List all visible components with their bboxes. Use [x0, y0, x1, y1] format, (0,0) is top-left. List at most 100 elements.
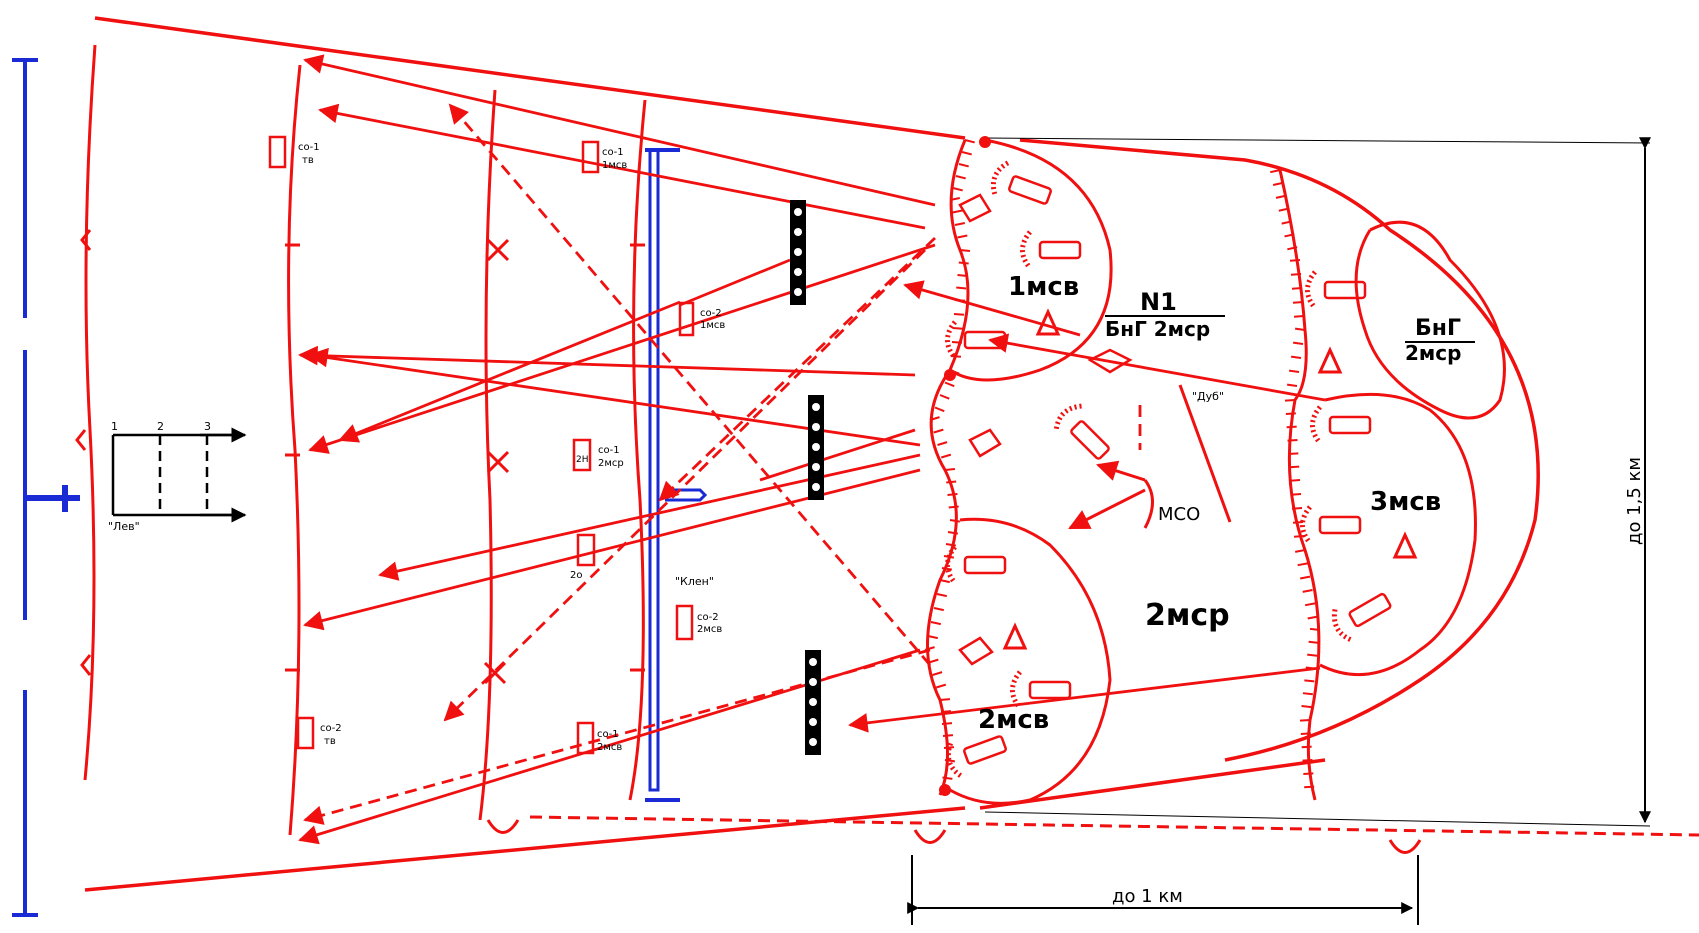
trench-hatch — [947, 531, 959, 535]
trench-hatch — [1302, 589, 1313, 593]
trench-hatch — [1302, 692, 1313, 696]
trench-hatch — [1287, 439, 1298, 442]
column-vehicle-dot — [809, 698, 817, 706]
trench-hatch — [937, 441, 948, 446]
trench-hatch — [1289, 479, 1301, 482]
column-vehicle-dot — [809, 678, 817, 686]
trench-hatch — [957, 274, 968, 277]
unit-label-2msr: 2мср — [1145, 598, 1230, 633]
trench-hatch — [1286, 425, 1297, 429]
trench-hatch — [956, 286, 967, 290]
vehicle-symbols — [945, 160, 1392, 780]
trench-hatch — [1278, 207, 1289, 212]
svg-text:со-1: со-1 — [298, 142, 320, 153]
trench-hatch — [958, 261, 969, 265]
trench-hatch — [958, 163, 969, 168]
trench-hatch — [935, 683, 947, 689]
trench-hatch — [939, 698, 951, 701]
svg-text:тв: тв — [302, 155, 314, 166]
trench-hatch — [928, 658, 939, 664]
reserve-column-dots — [794, 208, 820, 746]
trench-hatch — [936, 593, 947, 598]
width-dimension-label: до 1 км — [1112, 886, 1183, 907]
svg-text:со-2: со-2 — [700, 308, 722, 319]
trench-hatch — [945, 543, 957, 547]
trench-hatch — [1291, 287, 1303, 290]
trench-hatch — [941, 567, 953, 571]
bng-label-bottom: 2мср — [1405, 341, 1461, 365]
strongpoint-dots — [939, 136, 991, 796]
trench-hatch — [951, 341, 963, 344]
trench-hatch — [1303, 772, 1314, 775]
svg-text:со-1: со-1 — [597, 729, 619, 740]
trench-hatch — [1304, 785, 1315, 789]
trench-hatch — [1288, 369, 1300, 373]
sector-boundaries — [84, 16, 1651, 892]
svg-text:1мсв: 1мсв — [602, 160, 627, 171]
unit-label-3msv: 3мсв — [1370, 487, 1441, 517]
trench-hatch — [954, 299, 966, 302]
bmp-vehicle-icon — [1053, 403, 1110, 460]
trench-hatch — [1308, 640, 1319, 644]
svg-text:со-1: со-1 — [598, 445, 620, 456]
bmp-vehicle-icon — [1310, 405, 1372, 445]
command-posts — [958, 193, 1133, 666]
svg-text:со-1: со-1 — [602, 147, 624, 158]
trench-hatch — [1299, 719, 1311, 722]
column-vehicle-dot — [812, 463, 820, 471]
line-number-2: 2 — [157, 420, 164, 433]
trench-hatch — [959, 249, 971, 252]
observation-posts — [1002, 308, 1418, 650]
trench-hatch — [1284, 233, 1295, 238]
trench-hatch — [1272, 181, 1284, 187]
trench-hatch — [1304, 679, 1315, 683]
trench-hatch — [947, 493, 958, 496]
post-label-so2-2msv: со-2 2мсв — [697, 612, 722, 635]
trench-hatch — [927, 635, 938, 640]
column-vehicle-dot — [794, 248, 802, 256]
trench-hatch — [1299, 575, 1311, 580]
trench-hatch — [1293, 315, 1305, 318]
trench-hatches — [924, 139, 1321, 789]
trench-hatch — [1290, 493, 1302, 496]
trench-hatch — [944, 381, 955, 388]
trench-hatch — [952, 187, 963, 192]
trench-hatch — [929, 416, 940, 421]
trench-hatch — [957, 234, 968, 239]
unit-label-mso: МСО — [1158, 504, 1200, 525]
blue-middle-line — [645, 148, 708, 802]
post-rects — [268, 135, 695, 755]
trench-hatch — [934, 406, 945, 413]
phase-box — [111, 427, 247, 523]
column-vehicle-dot — [812, 443, 820, 451]
column-vehicle-dot — [794, 228, 802, 236]
phase-lines — [75, 44, 647, 836]
blue-forward-line — [12, 58, 80, 917]
trench-hatch — [1289, 465, 1300, 469]
trench-hatch — [933, 607, 944, 612]
n1-label: N1 — [1140, 288, 1177, 316]
post-label-so1-1msv: со-1 1мсв — [602, 147, 627, 171]
trench-hatch — [1301, 705, 1312, 709]
trench-hatch — [955, 175, 966, 180]
trench-hatch — [943, 746, 955, 749]
svg-text:2мсв: 2мсв — [697, 624, 722, 635]
trench-hatch — [1302, 759, 1313, 762]
front-trench-line — [926, 139, 1321, 801]
trench-hatch — [1293, 535, 1305, 538]
trench-hatch — [941, 722, 953, 725]
trench-hatch — [964, 139, 975, 144]
column-vehicle-dot — [812, 423, 820, 431]
svg-text:тв: тв — [324, 736, 336, 747]
post-label-so2-1msv: со-2 1мсв — [700, 308, 725, 331]
trench-hatch — [954, 222, 966, 226]
post-label-so1-2msr: со-1 2мср — [598, 445, 624, 469]
trench-hatch — [1305, 666, 1316, 670]
bmp-vehicle-icon — [1010, 670, 1072, 710]
trench-hatch — [939, 394, 950, 400]
svg-text:со-2: со-2 — [320, 723, 342, 734]
trench-hatch — [1307, 615, 1318, 620]
trench-hatch — [1290, 273, 1302, 276]
column-vehicle-dot — [794, 288, 802, 296]
